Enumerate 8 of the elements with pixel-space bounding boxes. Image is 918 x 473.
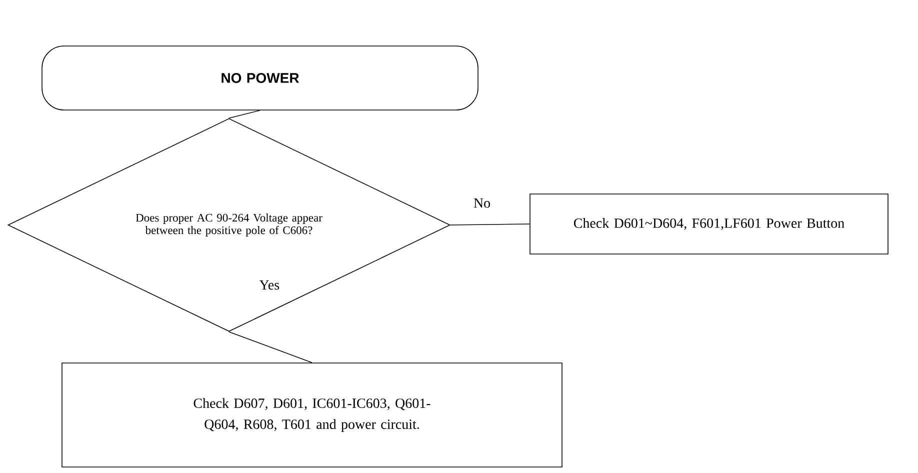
connector-line	[228, 110, 260, 119]
connector-line	[450, 224, 530, 226]
terminal-box: NO POWER	[42, 46, 478, 110]
process-box: Check D601~D604, F601,LF601 Power Button	[530, 194, 888, 254]
connector-line	[228, 331, 312, 363]
edge-label: Yes	[259, 280, 280, 290]
edge-label: No	[474, 198, 490, 208]
process-box: Check D607, D601, IC601-IC603, Q601-Q604, R608, T601 and power circuit.	[62, 362, 562, 468]
